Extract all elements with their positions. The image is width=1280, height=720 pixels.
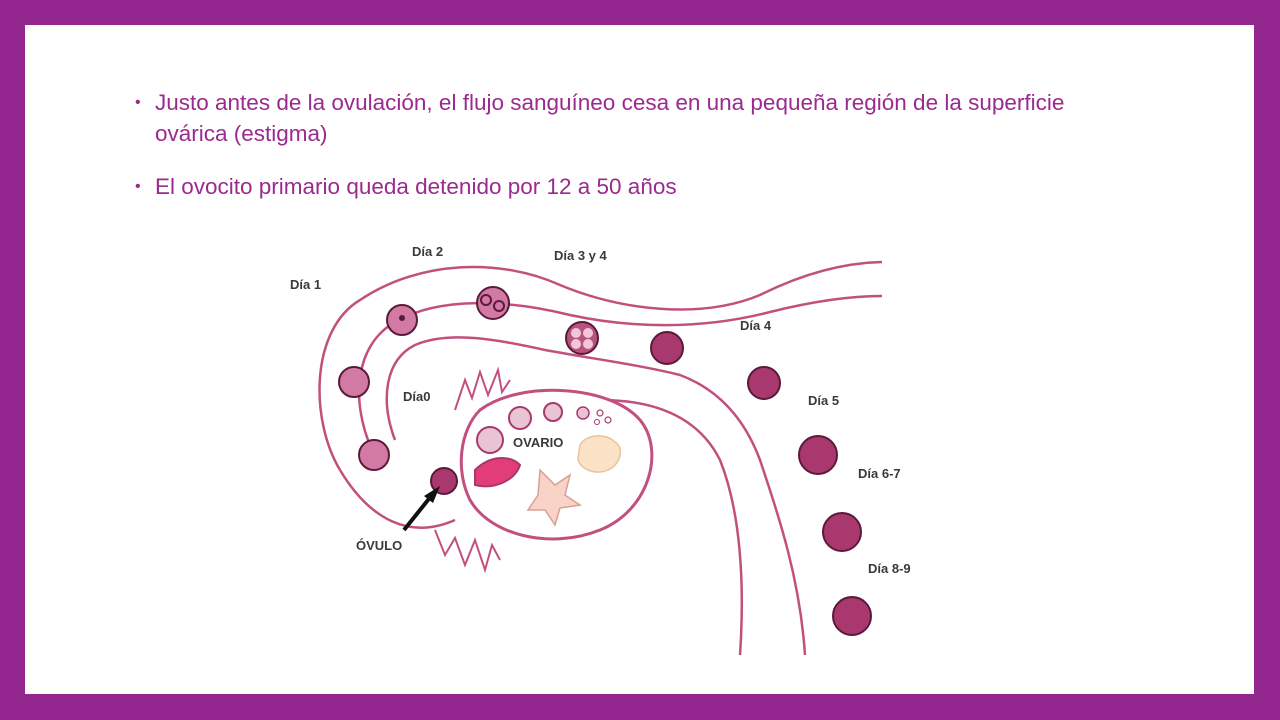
label-dia4: Día 4 [740, 318, 772, 333]
label-dia5: Día 5 [808, 393, 839, 408]
bullet-item: • Justo antes de la ovulación, el flujo … [133, 87, 1143, 149]
uterine-tube [318, 260, 883, 656]
bullet-item: • El ovocito primario queda detenido por… [133, 171, 1143, 202]
bullet-list: • Justo antes de la ovulación, el flujo … [133, 87, 1143, 202]
embryo-cells [338, 286, 872, 636]
bullet-dot-icon: • [135, 94, 141, 111]
label-dia89: Día 8-9 [868, 561, 911, 576]
label-dia1: Día 1 [290, 277, 321, 292]
ovulo-arrow [402, 486, 440, 532]
ovary [430, 388, 654, 541]
bullet-text: Justo antes de la ovulación, el flujo sa… [155, 90, 1065, 146]
label-ovulo: ÓVULO [356, 538, 402, 553]
fimbriae [434, 366, 511, 574]
label-dia67: Día 6-7 [858, 466, 901, 481]
label-dia0: Día0 [403, 389, 430, 404]
bullet-dot-icon: • [135, 178, 141, 195]
bullet-text: El ovocito primario queda detenido por 1… [155, 174, 677, 199]
label-ovario: OVARIO [513, 435, 563, 450]
slide: • Justo antes de la ovulación, el flujo … [25, 25, 1254, 694]
label-dia3y4: Día 3 y 4 [554, 248, 608, 263]
label-dia2: Día 2 [412, 244, 443, 259]
